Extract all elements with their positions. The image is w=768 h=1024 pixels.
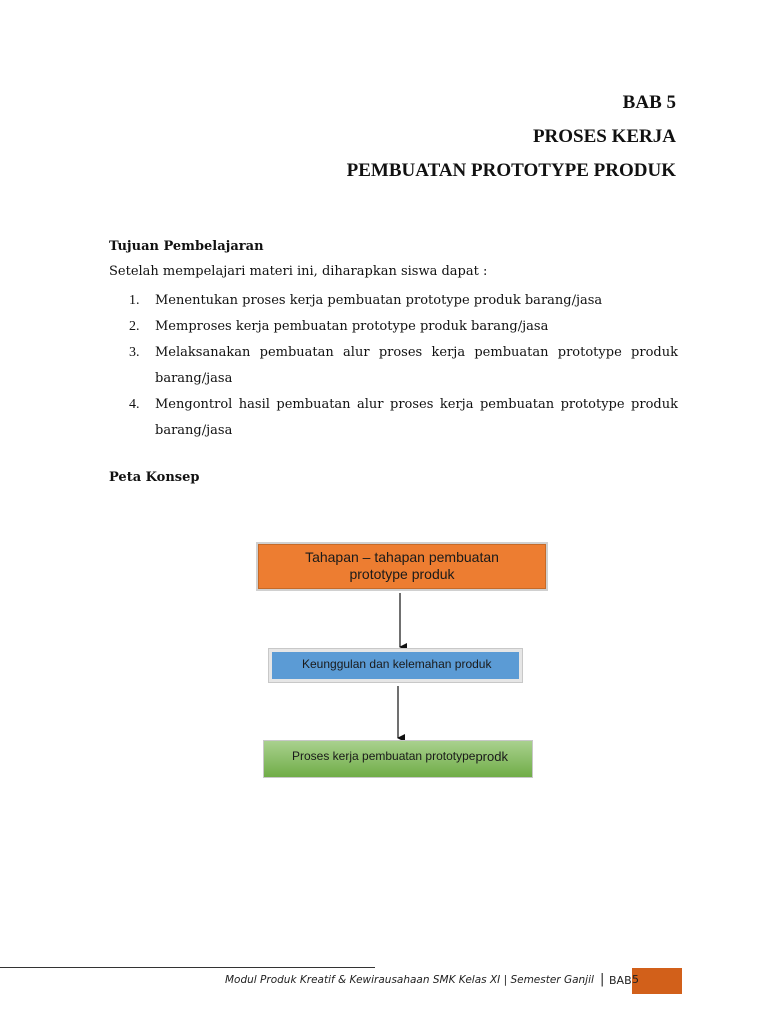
objective-number: 2.	[129, 319, 140, 334]
concept-node-work-process-text: Proses kerja pembuatan prototype	[292, 749, 476, 763]
footer-rule	[0, 967, 375, 968]
objective-item: 1. Menentukan proses kerja pembuatan pro…	[129, 288, 678, 314]
objective-item: 2. Memproses kerja pembuatan prototype p…	[129, 314, 678, 340]
footer-chapter-number: 5	[632, 973, 639, 986]
footer-accent-tab	[632, 968, 682, 994]
objective-number: 1.	[129, 293, 140, 308]
objective-item: 3. Melaksanakan pembuatan alur proses ke…	[129, 340, 678, 392]
footer-module-title: Modul Produk Kreatif & Kewirausahaan SMK…	[225, 974, 594, 986]
learning-objectives-list: 1. Menentukan proses kerja pembuatan pro…	[129, 288, 678, 444]
concept-node-work-process: Proses kerja pembuatan prototype prodk	[263, 740, 533, 778]
objective-text: Memproses kerja pembuatan prototype prod…	[155, 319, 549, 334]
chapter-title-line-2: PEMBUATAN PROTOTYPE PRODUK	[346, 160, 676, 181]
chapter-title-block: BAB 5 PROSES KERJA PEMBUATAN PROTOTYPE P…	[347, 86, 676, 188]
footer-chapter-label: BAB	[609, 974, 632, 987]
objective-item: 4. Mengontrol hasil pembuatan alur prose…	[129, 392, 678, 444]
objective-number: 3.	[129, 345, 140, 360]
chapter-title-line-1: PROSES KERJA	[532, 126, 676, 147]
objective-text: Melaksanakan pembuatan alur proses kerja…	[155, 345, 678, 386]
objective-number: 4.	[129, 397, 140, 412]
concept-node-strengths-weaknesses: Keunggulan dan kelemahan produk	[268, 648, 523, 683]
chapter-number: BAB 5	[622, 92, 676, 113]
footer-separator: |	[600, 972, 605, 987]
concept-node-stages: Tahapan – tahapan pembuatan prototype pr…	[256, 542, 548, 591]
concept-map-heading: Peta Konsep	[109, 470, 200, 485]
objective-text: Mengontrol hasil pembuatan alur proses k…	[155, 397, 678, 438]
objective-text: Menentukan proses kerja pembuatan protot…	[155, 293, 603, 308]
concept-node-work-process-tail: prodk	[475, 748, 508, 764]
learning-objectives-heading: Tujuan Pembelajaran	[109, 239, 264, 254]
learning-objectives-intro: Setelah mempelajari materi ini, diharapk…	[109, 264, 488, 279]
